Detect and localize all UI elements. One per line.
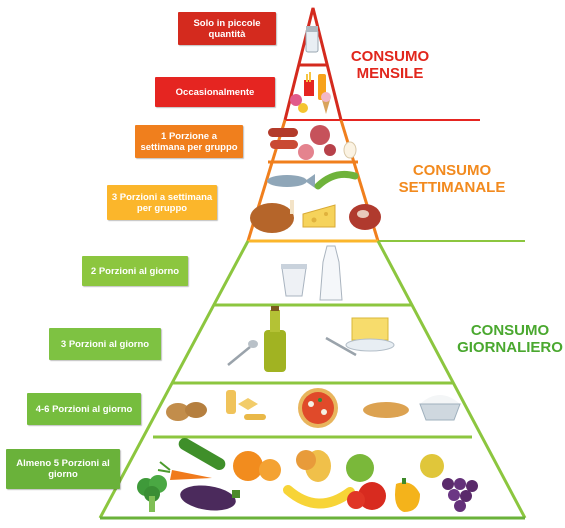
orange-icon: [233, 451, 281, 481]
category-giornaliero-line1: CONSUMO: [470, 322, 550, 339]
fries-icon: [304, 72, 314, 96]
category-settimanale-line1: CONSUMO: [412, 162, 492, 179]
category-mensile-line2: MENSILE: [356, 65, 424, 82]
sausage-icon: [268, 128, 298, 149]
pear-icon: [296, 450, 331, 482]
grapes-icon: [442, 478, 478, 512]
milk-icon: [319, 245, 343, 301]
tomato-icon: [347, 482, 386, 510]
bread-icon: [363, 402, 409, 418]
level-label-6: 3 Porzioni al giorno: [49, 328, 161, 360]
ice-cream-icon: [321, 92, 331, 114]
level-label-8: Almeno 5 Porzioni al giorno: [6, 449, 120, 489]
rice-icon: [419, 395, 461, 421]
category-giornaliero: CONSUMO GIORNALIERO: [455, 322, 565, 356]
level-label-4: 3 Porzioni a settimana per gruppo: [107, 185, 217, 220]
carrot-icon: [157, 461, 212, 480]
level-label-3: 1 Porzione a settimana per gruppo: [135, 125, 243, 158]
yogurt-icon: [281, 264, 307, 297]
category-settimanale-line2: SETTIMANALE: [398, 179, 506, 196]
broccoli-icon: [137, 475, 167, 512]
butter-icon: [325, 317, 395, 357]
pepper-icon: [395, 478, 420, 512]
olive-oil-icon: [264, 306, 286, 372]
egg-icon: [343, 141, 357, 159]
meat-icon: [349, 204, 381, 230]
eggplant-icon: [180, 485, 240, 511]
level-label-2: Occasionalmente: [155, 77, 275, 107]
banana-icon: [283, 485, 355, 509]
sweets-icon: [290, 94, 308, 113]
category-giornaliero-line2: GIORNALIERO: [457, 339, 563, 356]
category-settimanale: CONSUMO SETTIMANALE: [392, 162, 512, 196]
pizza-icon: [298, 388, 338, 428]
category-mensile-line1: CONSUMO: [350, 48, 430, 65]
level-label-7: 4-6 Porzioni al giorno: [27, 393, 141, 425]
level-label-1: Solo in piccole quantità: [178, 12, 276, 45]
salt-icon: [305, 26, 319, 53]
legumes-icon: [314, 170, 359, 190]
chicken-icon: [250, 200, 294, 233]
level-label-5: 2 Porzioni al giorno: [82, 256, 188, 286]
potatoes-icon: [166, 402, 207, 421]
pasta-icon: [226, 390, 266, 420]
category-mensile: CONSUMO MENSILE: [340, 48, 440, 82]
spoon-icon: [227, 340, 258, 366]
salami-icon: [298, 125, 336, 160]
pyramid-outline: [98, 7, 527, 520]
apple-icon: [346, 454, 444, 482]
cheese-icon: [302, 204, 336, 228]
zucchini-icon: [178, 438, 226, 470]
fish-icon: [267, 174, 315, 188]
